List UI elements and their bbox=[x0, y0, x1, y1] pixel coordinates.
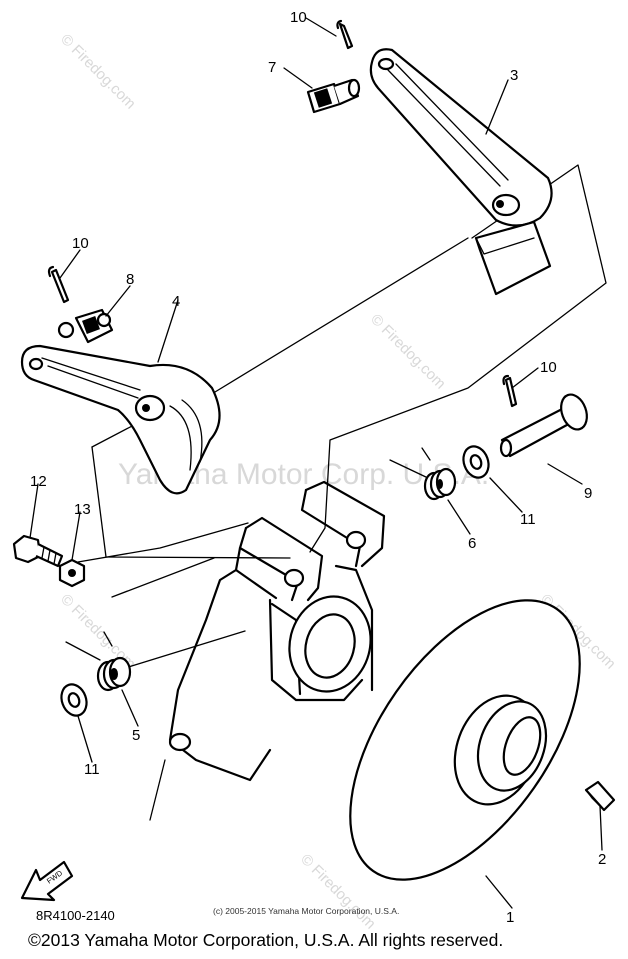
callout-5: 5 bbox=[132, 727, 140, 744]
callout-10-right: 10 bbox=[540, 359, 557, 376]
watermark-site-1: © Firedog.com bbox=[57, 31, 139, 113]
part-11-washer-left bbox=[60, 683, 88, 717]
watermark-site-2: © Firedog.com bbox=[367, 311, 449, 393]
part-9-pin bbox=[499, 393, 588, 458]
part-1-disk bbox=[349, 599, 581, 881]
part-7-joint bbox=[306, 78, 361, 114]
fwd-arrow: FWD bbox=[20, 860, 74, 902]
part-10-cotter-pin-right bbox=[502, 374, 518, 408]
part-3-lever bbox=[369, 48, 553, 296]
part-8-joint bbox=[57, 308, 114, 344]
callout-10-top: 10 bbox=[290, 9, 307, 26]
part-10-cotter-pin-top bbox=[336, 19, 354, 50]
callout-6: 6 bbox=[468, 535, 476, 552]
callout-13: 13 bbox=[74, 501, 91, 518]
callout-12: 12 bbox=[30, 473, 47, 490]
callout-labels: 10 7 3 10 8 4 10 9 12 13 6 11 5 11 2 1 bbox=[30, 9, 606, 926]
copyright-notice: ©2013 Yamaha Motor Corporation, U.S.A. A… bbox=[28, 930, 504, 950]
part-4-arm bbox=[20, 344, 221, 495]
callout-4: 4 bbox=[172, 293, 180, 310]
callout-2: 2 bbox=[598, 851, 606, 868]
callout-1: 1 bbox=[506, 909, 514, 926]
small-copyright: (c) 2005-2015 Yamaha Motor Corporation, … bbox=[213, 906, 400, 916]
drawing-code: 8R4100-2140 bbox=[36, 908, 115, 923]
callout-8: 8 bbox=[126, 271, 134, 288]
part-12-bolt bbox=[12, 534, 64, 568]
bracket-body bbox=[168, 480, 386, 782]
leader-lines bbox=[29, 17, 603, 909]
part-13-nut bbox=[58, 558, 86, 588]
part-10-cotter-pin-left bbox=[47, 265, 70, 304]
callout-10-left: 10 bbox=[72, 235, 89, 252]
part-6-spring bbox=[389, 447, 457, 501]
callout-3: 3 bbox=[510, 67, 518, 84]
callout-9: 9 bbox=[584, 485, 592, 502]
callout-11-right: 11 bbox=[520, 511, 536, 528]
part-11-washer-right bbox=[462, 445, 490, 479]
callout-11-left: 11 bbox=[84, 761, 100, 778]
part-5-spring bbox=[65, 631, 132, 692]
callout-7: 7 bbox=[268, 59, 276, 76]
